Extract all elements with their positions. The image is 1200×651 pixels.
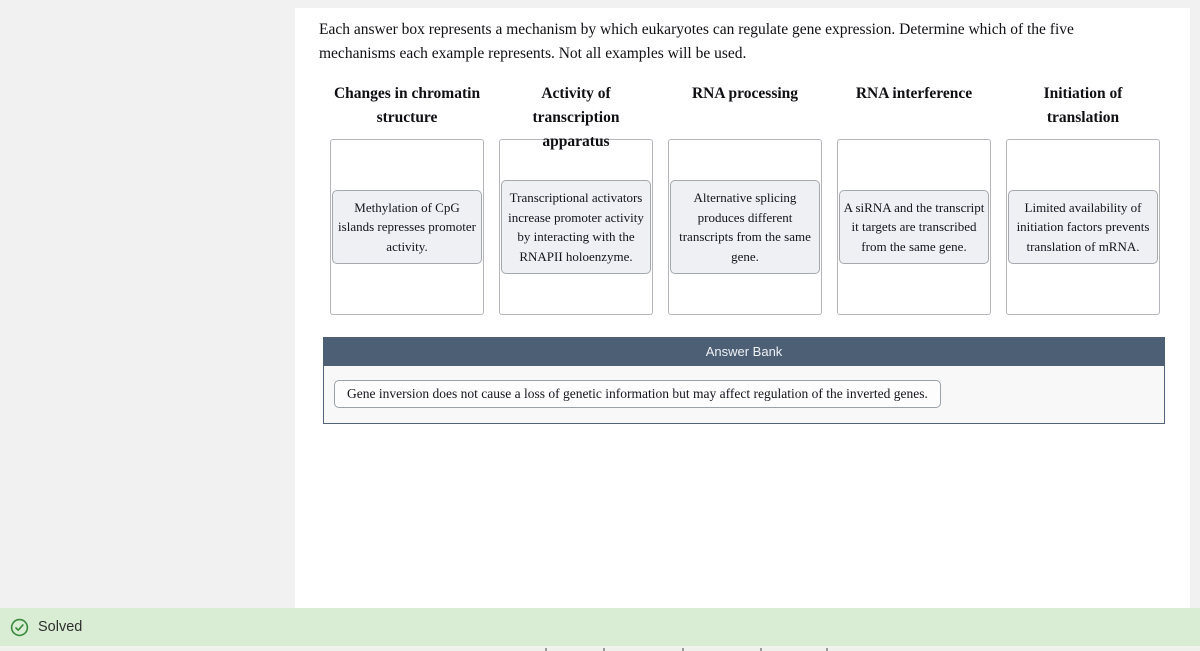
- answer-card[interactable]: Alternative splicing produces different …: [670, 180, 820, 274]
- category-columns: Changes in chromatin structure Methylati…: [330, 82, 1190, 315]
- status-bar: Solved: [0, 608, 1200, 646]
- category-label: RNA processing: [691, 85, 799, 102]
- answer-bank: Answer Bank Gene inversion does not caus…: [323, 337, 1165, 424]
- cutoff-mark: [545, 648, 547, 651]
- answer-card[interactable]: Methylation of CpG islands represses pro…: [332, 189, 482, 265]
- answer-bank-item[interactable]: Gene inversion does not cause a loss of …: [334, 380, 941, 408]
- drop-zone-rna-processing[interactable]: Alternative splicing produces different …: [668, 139, 822, 315]
- question-text: Each answer box represents a mechanism b…: [319, 21, 1074, 62]
- answer-bank-body[interactable]: Gene inversion does not cause a loss of …: [323, 366, 1165, 424]
- drop-zone-transcription-apparatus[interactable]: Transcriptional activators increase prom…: [499, 139, 653, 315]
- category-label: Changes in chromatin structure: [333, 85, 481, 126]
- answer-bank-header: Answer Bank: [323, 337, 1165, 366]
- status-label: Solved: [38, 619, 83, 635]
- answer-card[interactable]: Transcriptional activators increase prom…: [501, 180, 651, 274]
- drop-zone-chromatin-structure[interactable]: Methylation of CpG islands represses pro…: [330, 139, 484, 315]
- column-chromatin-structure: Changes in chromatin structure Methylati…: [330, 82, 484, 315]
- drop-zone-initiation-of-translation[interactable]: Limited availability of initiation facto…: [1006, 139, 1160, 315]
- drop-zone-rna-interference[interactable]: A siRNA and the transcript it targets ar…: [837, 139, 991, 315]
- column-transcription-apparatus: Activity of transcription apparatus Tran…: [499, 82, 653, 315]
- column-rna-interference: RNA interference A siRNA and the transcr…: [837, 82, 991, 315]
- cutoff-mark: [826, 648, 828, 651]
- column-initiation-of-translation: Initiation of translation Limited availa…: [1006, 82, 1160, 315]
- category-label: Initiation of translation: [1043, 85, 1123, 126]
- check-circle-icon: [10, 618, 29, 637]
- category-label: Activity of transcription apparatus: [532, 85, 620, 150]
- answer-bank-title: Answer Bank: [705, 344, 783, 359]
- column-rna-processing: RNA processing Alternative splicing prod…: [668, 82, 822, 315]
- cutoff-content-strip: [0, 646, 1200, 651]
- category-label: RNA interference: [855, 85, 973, 102]
- cutoff-mark: [603, 648, 605, 651]
- answer-card[interactable]: Limited availability of initiation facto…: [1008, 189, 1158, 265]
- cutoff-mark: [682, 648, 684, 651]
- question-panel: Each answer box represents a mechanism b…: [295, 8, 1190, 608]
- cutoff-mark: [760, 648, 762, 651]
- answer-card[interactable]: A siRNA and the transcript it targets ar…: [839, 189, 989, 265]
